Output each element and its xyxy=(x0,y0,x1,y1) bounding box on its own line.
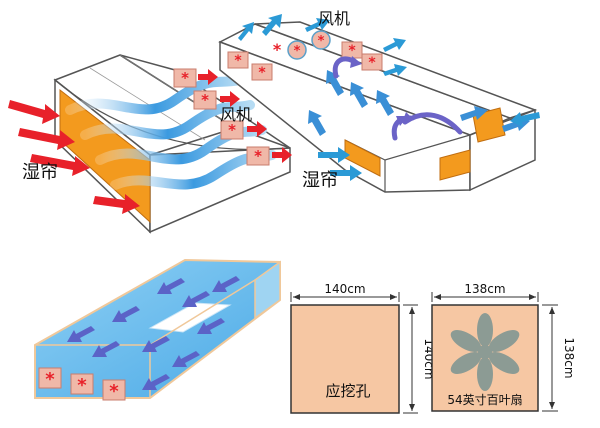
svg-text:*: * xyxy=(181,69,189,87)
svg-text:*: * xyxy=(234,53,242,69)
left-airflow-bands xyxy=(65,75,277,190)
right-wet-curtain-2 xyxy=(439,149,471,181)
tunnel-end xyxy=(254,260,281,320)
right-inflow-arrows xyxy=(318,112,540,181)
right-wet-curtain-3 xyxy=(472,107,506,143)
left-greenhouse: * * * * 风机 湿帘 xyxy=(8,54,292,234)
svg-text:*: * xyxy=(254,147,262,165)
fan-height-label: 138cm xyxy=(562,337,576,378)
svg-text:*: * xyxy=(368,55,376,71)
svg-text:*: * xyxy=(77,375,87,396)
fan-caption: 54英寸百叶扇 xyxy=(447,392,522,407)
svg-text:*: * xyxy=(45,369,55,390)
fan-blades-icon xyxy=(450,313,520,391)
tunnel-airflow-box: * * * xyxy=(34,258,281,402)
wet-curtain-label-right: 湿帘 xyxy=(302,170,338,191)
svg-text:*: * xyxy=(258,65,266,81)
left-outflow-arrows xyxy=(198,69,292,163)
fan-width-label: 138cm xyxy=(464,282,505,296)
hole-caption: 应挖孔 xyxy=(325,382,370,400)
svg-text:*: * xyxy=(294,44,301,59)
left-inflow-arrows xyxy=(8,100,140,214)
svg-text:*: * xyxy=(109,381,119,402)
fan-label-right: 风机 xyxy=(318,9,350,28)
hole-dimension-panel: 140cm 140cm 应挖孔 xyxy=(290,282,436,414)
tunnel-fans: * * * xyxy=(38,367,126,402)
left-fan-row: * * * * xyxy=(173,68,270,166)
fan-dimension-panel: 138cm 138cm 54英寸百叶扇 xyxy=(431,282,576,412)
svg-text:*: * xyxy=(228,121,236,139)
fan-label-left: 风机 xyxy=(220,105,252,124)
svg-text:*: * xyxy=(318,34,325,49)
wet-curtain-label-left: 湿帘 xyxy=(22,162,58,183)
svg-text:*: * xyxy=(348,43,356,59)
svg-text:*: * xyxy=(273,40,282,59)
right-outflow-arrows xyxy=(238,14,407,76)
right-curved-arrow-heads xyxy=(350,56,414,126)
hole-width-label: 140cm xyxy=(324,282,365,296)
svg-text:*: * xyxy=(201,91,209,109)
right-fan-row: * * * * * * * xyxy=(227,30,383,81)
hole-square xyxy=(290,304,400,414)
tunnel-flow-arrows xyxy=(67,276,240,390)
right-greenhouse: * * * * * * * xyxy=(218,9,540,193)
